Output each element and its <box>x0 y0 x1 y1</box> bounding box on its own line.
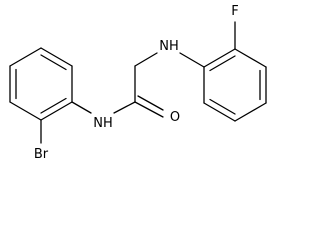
amine-nh-label: NH <box>159 39 179 54</box>
bond <box>9 47 42 67</box>
bond-n-ring <box>179 52 205 68</box>
amide-nh-label: NH <box>93 116 113 131</box>
fluorophenyl-ring <box>203 48 267 122</box>
structure-diagram: Br NH O NH F <box>9 4 267 162</box>
bromine-label: Br <box>34 147 49 162</box>
bond <box>234 102 267 122</box>
carbonyl-double-bond <box>134 101 164 118</box>
bond <box>40 47 73 67</box>
bond <box>9 101 42 121</box>
bond <box>203 48 236 68</box>
fluorine-label: F <box>231 4 238 19</box>
bond-ch2-n <box>134 52 158 67</box>
bond-ring-n <box>71 101 92 114</box>
bond-n-carbonyl <box>113 101 136 114</box>
oxygen-label: O <box>170 110 180 125</box>
bromophenyl-ring <box>9 47 73 121</box>
double-bond-inner <box>40 97 67 114</box>
bond <box>203 102 236 122</box>
double-bond-inner <box>209 98 236 115</box>
bond <box>40 101 73 121</box>
double-bond-inner <box>209 55 236 72</box>
bond <box>234 48 267 68</box>
carbonyl-double-bond <box>137 95 164 111</box>
double-bond-inner <box>40 54 67 71</box>
